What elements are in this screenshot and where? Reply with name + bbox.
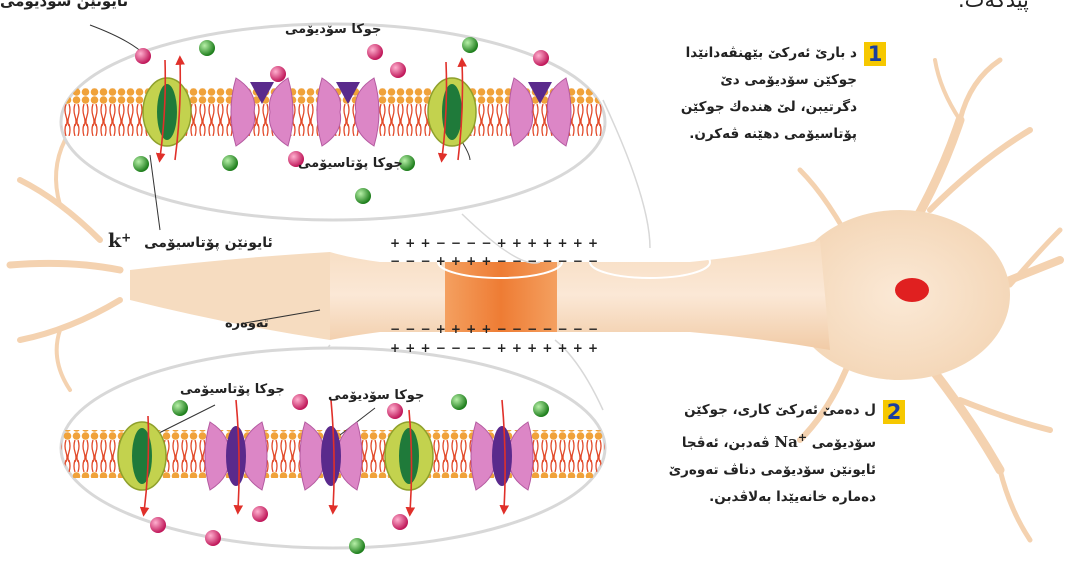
- potassium-ion: [451, 394, 467, 410]
- step-1-line: دگرتیبن، لێ هندەك جوکێن: [605, 94, 857, 121]
- step-2-text: سۆدیۆمی: [807, 435, 876, 451]
- step-2-description: ل دەمێ ئەرکێ کاری، جوکێن سۆدیۆمی Na+ ڤەد…: [605, 397, 876, 511]
- sodium-ion: [292, 394, 308, 410]
- potassium-ion: [533, 401, 549, 417]
- potassium-ion: [199, 40, 215, 56]
- step-2-line: سۆدیۆمی Na+ ڤەدبن، ئەڤجا: [605, 424, 876, 457]
- sodium-ion: [205, 530, 221, 546]
- potassium-symbol: k: [108, 230, 121, 252]
- sodium-ion: [270, 66, 286, 82]
- top-right-fragment-text: پێدکەت.: [958, 0, 1029, 12]
- sodium-ion: [252, 506, 268, 522]
- potassium-ions-text: ئایونێن پۆتاسیۆمی: [144, 235, 273, 251]
- step-2-text: ڤەدبن، ئەڤجا: [682, 435, 775, 451]
- sodium-channel-subunit: [231, 78, 255, 146]
- sodium-channel-subunit: [269, 78, 293, 146]
- sodium-channel-pore: [226, 426, 246, 486]
- potassium-channel-pore: [157, 84, 177, 140]
- sodium-symbol: Na+: [774, 433, 807, 451]
- potassium-ion: [355, 188, 371, 204]
- potassium-ion: [172, 400, 188, 416]
- step-1-description: د بارێ ئەرکێ بێهنڤەدانێدا جوکێن سۆدیۆمی …: [605, 40, 857, 148]
- sodium-channel-subunit: [338, 422, 362, 490]
- potassium-charge: +: [121, 230, 131, 244]
- sodium-channel-subunit: [205, 422, 229, 490]
- sodium-ions-label: ئایونێن سۆدیۆمی: [0, 0, 128, 10]
- sodium-ion: [367, 44, 383, 60]
- sodium-charge: +: [798, 431, 807, 444]
- step-1-badge: 1: [864, 42, 886, 66]
- sodium-channel-subunit: [300, 422, 324, 490]
- step-2-line: دەمارە خانەیێدا بەلاڤدبن.: [605, 484, 876, 511]
- potassium-channel-label-bottom: جوکا پۆتاسیۆمی: [180, 382, 285, 397]
- step-1-line: جوکێن سۆدیۆمی دێ: [605, 67, 857, 94]
- sodium-ion: [150, 517, 166, 533]
- charge-row-lower-outer: + + + − − − − + + + + + + +: [390, 341, 599, 355]
- potassium-ion: [349, 538, 365, 554]
- charge-row-upper-inner: − − − + + + + − − − − − − −: [390, 254, 599, 268]
- sodium-symbol-letters: Na: [774, 433, 797, 451]
- potassium-ion: [222, 155, 238, 171]
- sodium-ion: [387, 403, 403, 419]
- charge-row-lower-inner: − − − + + + + − − − − − − −: [390, 322, 599, 336]
- sodium-channel-label-bottom: جوکا سۆدیۆمی: [328, 388, 424, 403]
- sodium-ion: [533, 50, 549, 66]
- sodium-channel-subunit: [471, 422, 495, 490]
- sodium-ion: [390, 62, 406, 78]
- step-2-line: ئایونێن سۆدیۆمی دناڤ تەوەرێ: [605, 457, 876, 484]
- sodium-channel-pore: [492, 426, 512, 486]
- step-2-line: ل دەمێ ئەرکێ کاری، جوکێن: [605, 397, 876, 424]
- sodium-channel-subunit: [355, 78, 379, 146]
- sodium-channel-pore: [321, 426, 341, 486]
- charge-row-upper-outer: + + + − − − − + + + + + + +: [390, 236, 599, 250]
- potassium-ion: [462, 37, 478, 53]
- step-2-badge: 2: [883, 400, 905, 424]
- potassium-channel-pore: [399, 428, 419, 484]
- potassium-channel-label-top: جوکا پۆتاسیۆمی: [298, 156, 403, 171]
- potassium-ion: [133, 156, 149, 172]
- sodium-ion: [135, 48, 151, 64]
- sodium-channel-subunit: [509, 78, 533, 146]
- sodium-channel-label-top: جوکا سۆدیۆمی: [285, 22, 381, 37]
- sodium-channel-subunit: [547, 78, 571, 146]
- sodium-ion: [392, 514, 408, 530]
- potassium-ions-label: k+ ئایونێن پۆتاسیۆمی: [108, 230, 273, 252]
- sodium-channel-subunit: [509, 422, 533, 490]
- sodium-channel-subunit: [317, 78, 341, 146]
- axon-label: تەوەرە: [225, 316, 269, 331]
- step-1-line: پۆتاسیۆمی دهێنە ڤەکرن.: [605, 121, 857, 148]
- step-1-line: د بارێ ئەرکێ بێهنڤەدانێدا: [605, 40, 857, 67]
- sodium-channel-subunit: [243, 422, 267, 490]
